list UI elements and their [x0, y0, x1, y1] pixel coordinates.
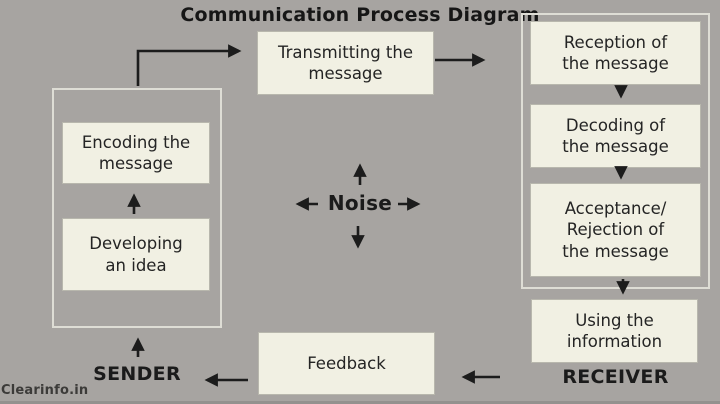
watermark-clearinfo: Clearinfo.in [1, 383, 89, 398]
box-decoding-of-the-message: Decoding of the message [530, 104, 701, 168]
box-reception-of-the-message: Reception of the message [530, 21, 701, 85]
receiver-group-box [521, 13, 710, 289]
receiver-label: RECEIVER [562, 366, 669, 388]
box-feedback: Feedback [258, 332, 435, 395]
diagram-title: Communication Process Diagram [180, 4, 540, 26]
box-encoding-the-message: Encoding the message [62, 122, 210, 184]
box-using-the-information: Using the information [531, 299, 698, 363]
sender-label: SENDER [93, 363, 181, 385]
sender-group-box [52, 88, 222, 328]
box-transmitting-the-message: Transmitting the message [257, 31, 434, 95]
arrow-encoding-to-transmitting [136, 44, 242, 86]
noise-label: Noise [327, 191, 393, 215]
box-developing-an-idea: Developing an idea [62, 218, 210, 291]
box-acceptance-rejection-of-the-message: Acceptance/ Rejection of the message [530, 183, 701, 277]
